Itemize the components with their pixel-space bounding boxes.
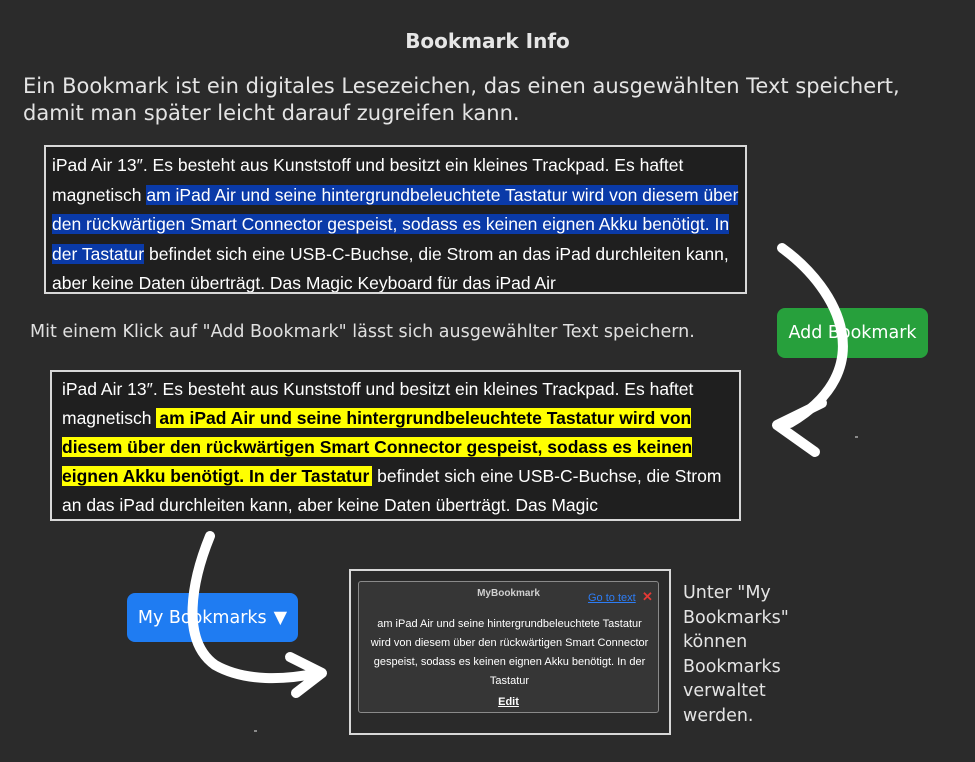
stray-dot	[254, 730, 257, 732]
intro-text: Ein Bookmark ist ein digitales Lesezeich…	[23, 74, 900, 125]
bookmark-text: am iPad Air und seine hintergrundbeleuch…	[370, 618, 649, 687]
page-title: Bookmark Info	[405, 29, 570, 53]
close-icon[interactable]: ✕	[642, 589, 653, 604]
bookmark-popup-frame: MyBookmark Go to text ✕ am iPad Air und …	[349, 569, 671, 735]
text-after-highlight: befindet sich eine USB-C-Buchse, die Str…	[62, 466, 722, 515]
add-bookmark-label: Add Bookmark	[788, 323, 917, 343]
stray-dot	[855, 436, 858, 438]
curved-arrow-down-icon	[772, 243, 848, 457]
caret-down-icon: ▼	[273, 607, 288, 628]
example-text-selected: iPad Air 13″. Es besteht aus Kunststoff …	[44, 145, 747, 294]
my-bookmarks-label: My Bookmarks	[137, 607, 267, 628]
example-text-highlighted: iPad Air 13″. Es besteht aus Kunststoff …	[50, 370, 741, 521]
text-before-selection: iPad Air 13″. Es besteht aus Kunststoff …	[52, 155, 684, 205]
edit-link[interactable]: Edit	[498, 696, 519, 708]
side-note: Unter "My Bookmarks" können Bookmarks ve…	[683, 583, 789, 726]
my-bookmarks-button[interactable]: My Bookmarks ▼	[127, 593, 298, 642]
step-instruction: Mit einem Klick auf "Add Bookmark" lässt…	[30, 322, 695, 342]
bookmark-popup: MyBookmark Go to text ✕ am iPad Air und …	[358, 581, 659, 713]
popup-title: MyBookmark	[477, 588, 540, 599]
text-after-selection: befindet sich eine USB-C-Buchse, die Str…	[52, 243, 729, 293]
add-bookmark-button[interactable]: Add Bookmark	[777, 308, 928, 358]
go-to-text-link[interactable]: Go to text	[588, 592, 636, 604]
curved-arrow-right-icon	[187, 531, 327, 698]
text-before-highlight: iPad Air 13″. Es besteht aus Kunststoff …	[62, 379, 694, 428]
